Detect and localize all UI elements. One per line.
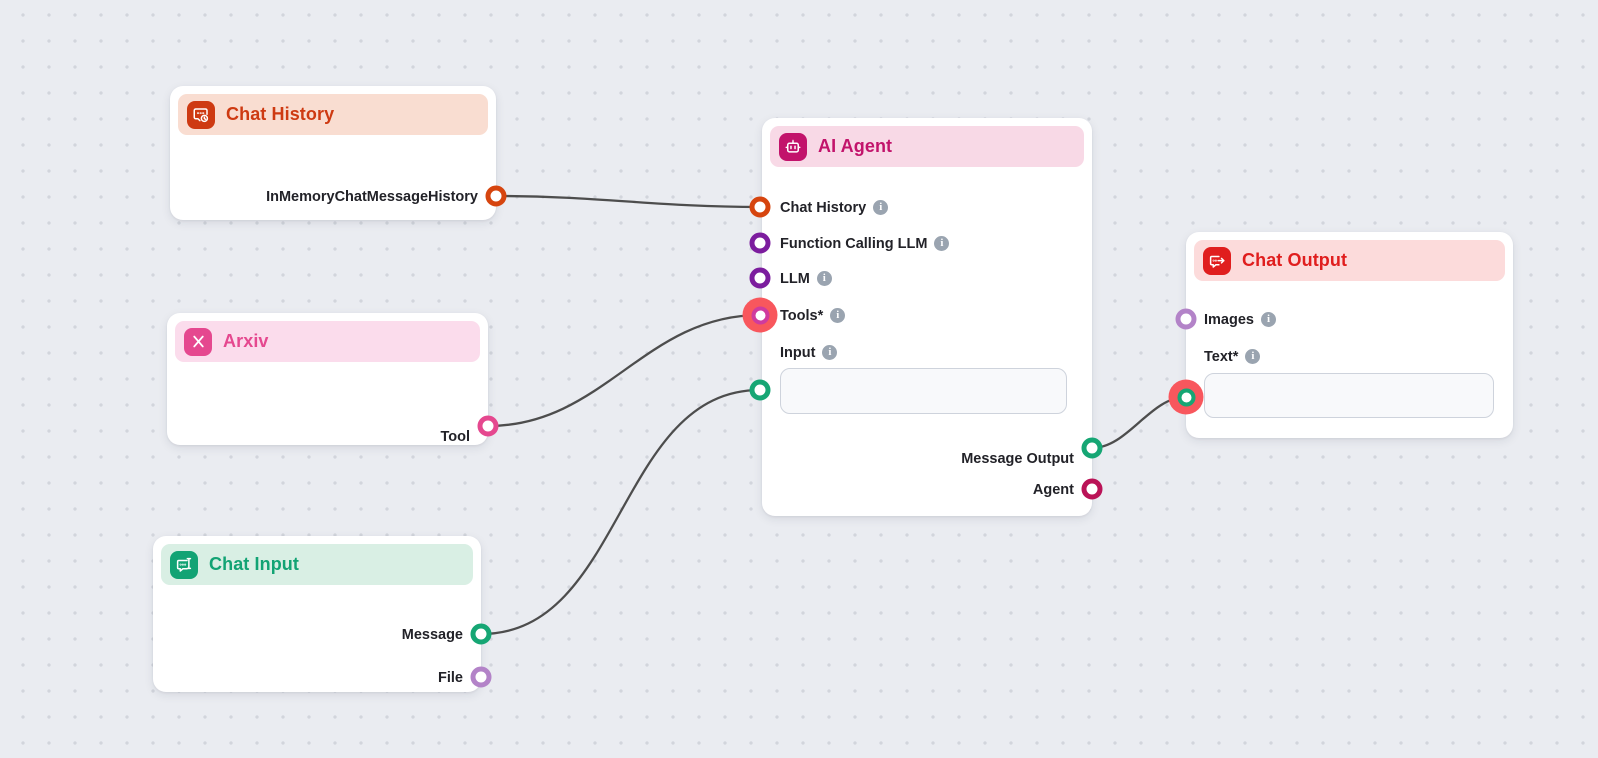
node-title: AI Agent xyxy=(818,136,893,156)
port-ai-agent-tools-input[interactable] xyxy=(742,297,778,333)
node-ai-agent[interactable]: AI Agent Chat History i Function Calling… xyxy=(762,118,1092,516)
output-label: Tool xyxy=(440,428,470,445)
port-chat-input-message-output[interactable] xyxy=(470,623,492,645)
output-label: Agent xyxy=(1032,481,1074,498)
port-chat-output-images-input[interactable] xyxy=(1175,308,1197,330)
input-row-images: Images i xyxy=(1204,309,1276,330)
info-icon[interactable]: i xyxy=(830,308,846,323)
info-icon[interactable]: i xyxy=(1245,349,1261,364)
node-chat-output-header: Chat Output xyxy=(1194,240,1505,281)
node-title: Chat Output xyxy=(1242,250,1348,270)
input-row-tools: Tools* i xyxy=(780,305,846,326)
output-label: Message xyxy=(401,626,463,643)
input-label: LLM xyxy=(780,270,810,287)
port-ai-agent-llm-input[interactable] xyxy=(749,267,771,289)
port-ai-agent-input-input[interactable] xyxy=(749,379,771,401)
node-chat-input-header: Chat Input xyxy=(161,544,473,585)
input-label: Text* xyxy=(1204,348,1239,365)
input-label: Tools* xyxy=(780,307,824,324)
info-icon[interactable]: i xyxy=(816,271,832,286)
port-chat-output-text-input[interactable] xyxy=(1168,379,1204,415)
input-label: Input xyxy=(780,344,816,361)
bot-icon xyxy=(779,132,807,161)
port-ai-agent-message-output[interactable] xyxy=(1081,437,1103,459)
output-label: File xyxy=(438,669,463,686)
info-icon[interactable]: i xyxy=(822,345,838,360)
port-chat-history-output[interactable] xyxy=(485,185,507,207)
port-ai-agent-chat-history-input[interactable] xyxy=(749,196,771,218)
output-row-inmemorychatmessagehistory: InMemoryChatMessageHistory xyxy=(266,186,478,207)
arxiv-icon xyxy=(184,327,212,356)
info-icon[interactable]: i xyxy=(934,236,950,251)
input-row-llm: LLM i xyxy=(780,268,832,289)
edge-arxiv-tool-to-ai-agent-tools[interactable] xyxy=(486,313,762,428)
node-arxiv-header: Arxiv xyxy=(175,321,480,362)
agent-input-field[interactable] xyxy=(780,368,1067,414)
port-ai-agent-function-calling-llm-input[interactable] xyxy=(749,232,771,254)
port-arxiv-tool-output[interactable] xyxy=(477,415,499,437)
info-icon[interactable]: i xyxy=(873,200,889,215)
chat-history-icon xyxy=(187,100,215,129)
port-ai-agent-agent-output[interactable] xyxy=(1081,478,1103,500)
node-arxiv[interactable]: Arxiv Tool xyxy=(167,313,488,445)
chat-input-icon xyxy=(170,550,198,579)
node-title: Arxiv xyxy=(223,331,269,351)
output-label: InMemoryChatMessageHistory xyxy=(266,188,478,205)
edge-chat-history-to-ai-agent[interactable] xyxy=(494,194,762,209)
input-row-input: Input i xyxy=(780,342,838,363)
input-row-chat-history: Chat History i xyxy=(780,197,889,218)
node-chat-history-header: Chat History xyxy=(178,94,488,135)
output-row-agent: Agent xyxy=(1033,479,1074,500)
node-chat-input[interactable]: Chat Input Message File xyxy=(153,536,481,692)
edge-chat-input-message-to-ai-agent-input[interactable] xyxy=(479,388,762,636)
output-row-message-output: Message Output xyxy=(961,448,1074,469)
input-row-function-calling-llm: Function Calling LLM i xyxy=(780,233,950,254)
node-chat-output[interactable]: Chat Output Images i Text* i xyxy=(1186,232,1513,438)
input-label: Images xyxy=(1204,311,1254,328)
output-row-file: File xyxy=(438,667,463,688)
node-ai-agent-header: AI Agent xyxy=(770,126,1084,167)
input-row-text: Text* i xyxy=(1204,346,1261,367)
chat-output-text-field[interactable] xyxy=(1204,373,1494,418)
port-chat-input-file-output[interactable] xyxy=(470,666,492,688)
node-chat-history[interactable]: Chat History InMemoryChatMessageHistory xyxy=(170,86,496,220)
input-label: Chat History xyxy=(780,199,867,216)
output-row-message: Message xyxy=(402,624,463,645)
input-label: Function Calling LLM xyxy=(780,235,928,252)
node-title: Chat Input xyxy=(209,554,299,574)
output-row-tool: Tool xyxy=(440,426,470,447)
node-title: Chat History xyxy=(226,104,335,124)
output-label: Message Output xyxy=(961,450,1074,467)
chat-output-icon xyxy=(1203,246,1231,275)
info-icon[interactable]: i xyxy=(1260,312,1276,327)
